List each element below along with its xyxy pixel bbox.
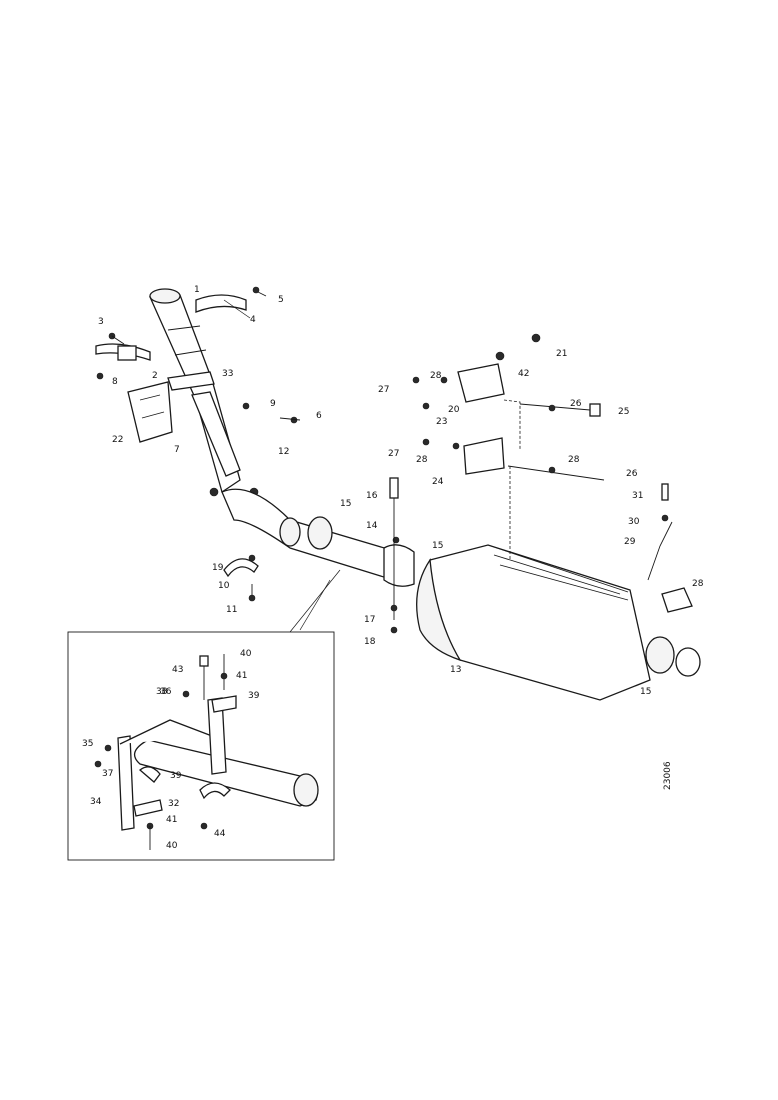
callout-15c: 15 bbox=[640, 687, 651, 697]
callout-18: 18 bbox=[364, 637, 376, 647]
callout-23: 23 bbox=[436, 417, 447, 427]
callout-22: 22 bbox=[112, 435, 123, 445]
rear-hanger-clamp-28 bbox=[661, 587, 693, 613]
callout-4: 4 bbox=[250, 315, 256, 325]
callout-28c: 28 bbox=[568, 455, 580, 465]
callout-13: 13 bbox=[450, 665, 461, 675]
callout-37: 37 bbox=[102, 769, 113, 779]
upper-clamp bbox=[195, 294, 251, 319]
callout-42: 42 bbox=[518, 369, 529, 379]
support-bracket-7 bbox=[167, 371, 301, 497]
callout-31: 31 bbox=[632, 491, 643, 501]
callout-8: 8 bbox=[112, 377, 118, 387]
callout-21: 21 bbox=[556, 349, 567, 359]
pipe-clamp-2 bbox=[95, 332, 151, 380]
callout-44: 44 bbox=[214, 829, 226, 839]
callout-41a: 41 bbox=[236, 671, 247, 681]
callout-40a: 40 bbox=[240, 649, 252, 659]
callout-1: 1 bbox=[194, 285, 200, 295]
rear-muffler bbox=[416, 544, 651, 701]
callout-2: 2 bbox=[152, 371, 158, 381]
callout-30: 30 bbox=[628, 517, 640, 527]
callout-34: 34 bbox=[90, 797, 102, 807]
rear-hanger-bolt bbox=[647, 483, 673, 581]
callout-35: 35 bbox=[82, 739, 93, 749]
bolt-5 bbox=[252, 286, 267, 297]
callout-32: 32 bbox=[168, 799, 179, 809]
callout-43: 43 bbox=[172, 665, 183, 675]
callout-28d: 28 bbox=[692, 579, 704, 589]
callout-28b: 28 bbox=[416, 455, 428, 465]
heat-shield-22 bbox=[127, 381, 173, 443]
hanger-bolt-16 bbox=[389, 477, 399, 634]
callout-17: 17 bbox=[364, 615, 375, 625]
inset-leader bbox=[289, 569, 341, 633]
callout-28a: 28 bbox=[430, 371, 442, 381]
callout-20: 20 bbox=[448, 405, 460, 415]
callout-38: 38 bbox=[156, 687, 168, 697]
callout-33: 33 bbox=[222, 369, 233, 379]
callout-25: 25 bbox=[618, 407, 629, 417]
callout-26b: 26 bbox=[626, 469, 638, 479]
callout-12: 12 bbox=[278, 447, 289, 457]
callout-40b: 40 bbox=[166, 841, 178, 851]
callout-5: 5 bbox=[278, 295, 284, 305]
callout-3: 3 bbox=[98, 317, 104, 327]
callout-14: 14 bbox=[366, 521, 378, 531]
callout-39a: 39 bbox=[248, 691, 260, 701]
inset-detail-box bbox=[67, 631, 335, 861]
callout-labels: 1 2 3 4 5 6 7 8 9 10 11 12 13 14 15 15 1… bbox=[82, 285, 704, 851]
callout-6: 6 bbox=[316, 411, 322, 421]
callout-24: 24 bbox=[432, 477, 444, 487]
callout-39b: 39 bbox=[170, 771, 182, 781]
callout-27a: 27 bbox=[378, 385, 389, 395]
callout-36: 36 bbox=[160, 687, 172, 697]
callout-15a: 15 bbox=[340, 499, 351, 509]
upper-hanger-bracket-20 bbox=[412, 333, 541, 410]
callout-41b: 41 bbox=[166, 815, 177, 825]
callout-27b: 27 bbox=[388, 449, 399, 459]
callout-15b: 15 bbox=[432, 541, 443, 551]
tail-pipe bbox=[645, 636, 701, 677]
hanger-rods bbox=[503, 399, 605, 560]
lower-hanger-bracket-24 bbox=[422, 437, 505, 475]
callout-16: 16 bbox=[366, 491, 378, 501]
lower-clamp-10 bbox=[223, 554, 259, 602]
callout-10: 10 bbox=[218, 581, 230, 591]
callout-26a: 26 bbox=[570, 399, 582, 409]
callout-11: 11 bbox=[226, 605, 237, 615]
callout-9: 9 bbox=[270, 399, 276, 409]
drawing-reference-number: 23006 bbox=[663, 761, 673, 790]
middle-clamp-15 bbox=[383, 536, 415, 587]
callout-19: 19 bbox=[212, 563, 224, 573]
callout-29: 29 bbox=[624, 537, 636, 547]
callout-7: 7 bbox=[174, 445, 180, 455]
